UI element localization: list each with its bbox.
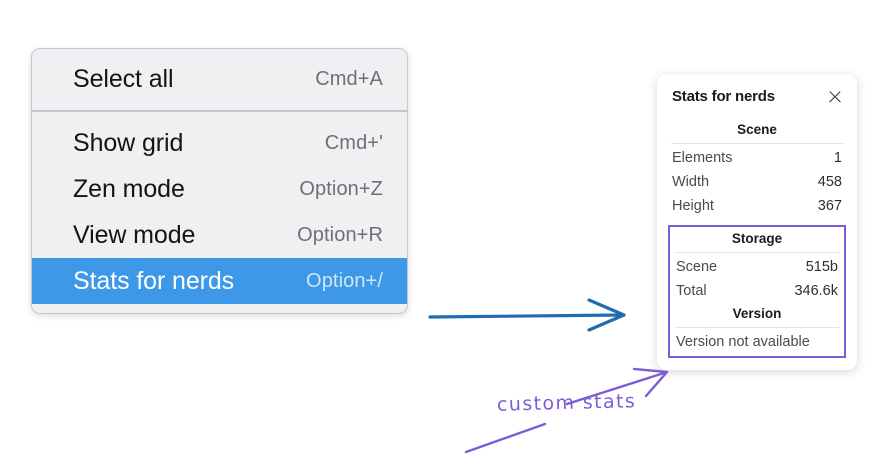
- stats-for-nerds-panel: Stats for nerds Scene Elements 1 Width 4…: [657, 74, 857, 370]
- stat-value: 346.6k: [794, 283, 838, 299]
- context-menu: Select all Cmd+A Show grid Cmd+' Zen mod…: [31, 48, 408, 314]
- menu-item-label: Show grid: [73, 128, 184, 157]
- stats-section-storage: Storage Scene 515b Total 346.6k: [673, 228, 841, 303]
- menu-item-shortcut: Option+R: [297, 223, 383, 246]
- stat-row: Total 346.6k: [673, 279, 841, 303]
- stat-label: Height: [672, 198, 714, 214]
- stats-section-version: Version Version not available: [673, 303, 841, 352]
- stat-value: 1: [833, 150, 842, 166]
- section-divider: [675, 327, 839, 328]
- menu-item-label: Stats for nerds: [73, 266, 235, 295]
- stat-row: Scene 515b: [673, 255, 841, 279]
- menu-item-show-grid[interactable]: Show grid Cmd+': [32, 120, 407, 166]
- menu-item-label: View mode: [73, 220, 196, 249]
- section-heading: Scene: [737, 122, 777, 137]
- purple-arrow-lower-icon: [464, 422, 547, 454]
- stats-panel-header: Stats for nerds: [669, 86, 845, 105]
- stat-label: Elements: [672, 150, 733, 166]
- version-value: Version not available: [676, 334, 810, 350]
- custom-stats-highlight-box: Storage Scene 515b Total 346.6k Version …: [668, 225, 846, 358]
- menu-item-shortcut: Option+/: [306, 269, 383, 292]
- menu-item-label: Zen mode: [73, 174, 185, 203]
- stats-panel-title: Stats for nerds: [672, 88, 775, 105]
- stat-row: Width 458: [669, 170, 845, 194]
- close-icon[interactable]: [826, 88, 843, 105]
- annotation-label-custom-stats: custom stats: [496, 390, 637, 416]
- section-divider: [671, 143, 843, 144]
- menu-item-shortcut: Cmd+A: [315, 67, 383, 90]
- stat-row: Elements 1: [669, 146, 845, 170]
- section-heading: Storage: [731, 231, 783, 246]
- stat-label: Width: [672, 174, 710, 190]
- menu-group-2: Show grid Cmd+' Zen mode Option+Z View m…: [32, 120, 407, 304]
- stat-row: Height 367: [669, 194, 845, 218]
- menu-item-select-all[interactable]: Select all Cmd+A: [32, 56, 407, 102]
- stat-value: 367: [817, 198, 842, 214]
- menu-item-shortcut: Cmd+': [324, 131, 383, 154]
- stat-label: Total: [676, 283, 707, 299]
- menu-item-zen-mode[interactable]: Zen mode Option+Z: [32, 166, 407, 212]
- menu-item-label: Select all: [73, 64, 174, 93]
- menu-separator: [32, 110, 407, 112]
- stat-value: 458: [817, 174, 842, 190]
- blue-arrow-icon: [428, 298, 626, 332]
- menu-item-stats-for-nerds[interactable]: Stats for nerds Option+/: [32, 258, 407, 304]
- menu-item-shortcut: Option+Z: [299, 177, 383, 200]
- menu-group-1: Select all Cmd+A: [32, 56, 407, 102]
- stat-value: 515b: [805, 259, 838, 275]
- stat-label: Scene: [676, 259, 718, 275]
- section-divider: [675, 252, 839, 253]
- section-heading: Version: [732, 306, 782, 321]
- menu-item-view-mode[interactable]: View mode Option+R: [32, 212, 407, 258]
- stats-section-scene: Scene Elements 1 Width 458 Height 367: [669, 119, 845, 218]
